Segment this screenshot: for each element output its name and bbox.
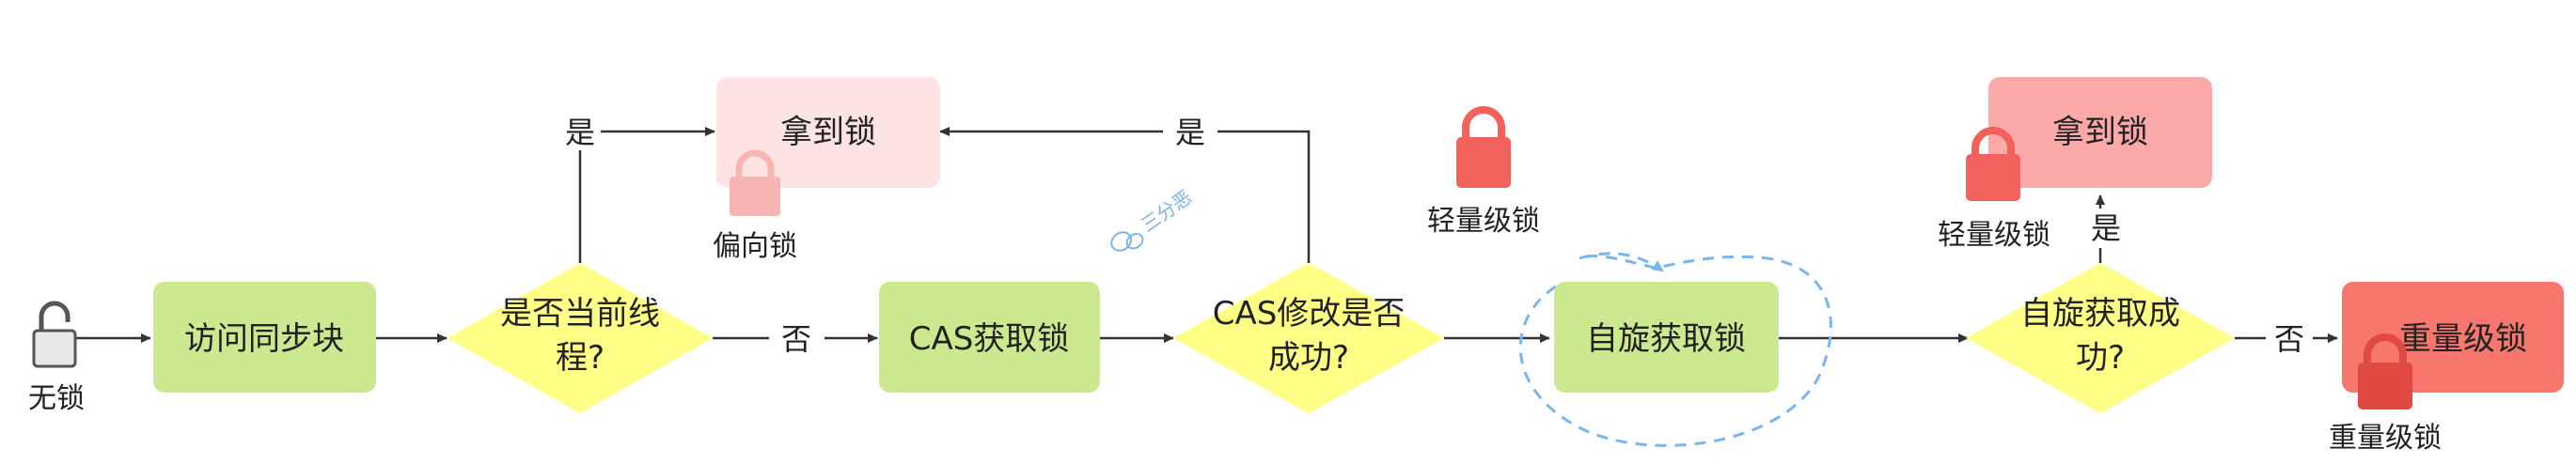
get-lock-light-box xyxy=(1988,77,2212,188)
biased-lock-label: 偏向锁 xyxy=(713,230,797,263)
heavy-lock-node: 重量级锁 重量级锁 xyxy=(2329,282,2564,455)
heavy-lock-box-label: 重量级锁 xyxy=(2399,320,2527,358)
spin-get-lock-box xyxy=(1554,282,1779,393)
get-lock-light-node: 拿到锁 轻量级锁 xyxy=(1938,77,2212,252)
edge-label-yes-current: 是 xyxy=(565,115,595,150)
no-lock-node: 无锁 xyxy=(28,301,85,415)
cas-modify-success-label-line1: CAS修改是否 xyxy=(1213,295,1406,333)
heavy-lock-icon xyxy=(2358,363,2412,410)
spin-loop xyxy=(1518,252,1832,447)
light-lock-mid-icon-shackle xyxy=(1462,106,1505,137)
watermark-text: 三分恶 xyxy=(1137,186,1196,237)
get-lock-biased-node: 拿到锁 偏向锁 xyxy=(713,77,940,263)
light-lock-mid-node: 轻量级锁 xyxy=(1427,106,1540,238)
spin-success-node: 自旋获取成 功? xyxy=(1966,263,2235,413)
spin-loop-arrow xyxy=(1579,252,1664,272)
is-current-thread-label-line1: 是否当前线 xyxy=(500,295,660,333)
cas-modify-success-node: CAS修改是否 成功? xyxy=(1173,263,1444,413)
edges xyxy=(75,127,2338,343)
watermark: 三分恶 xyxy=(1110,186,1196,252)
spin-success-label-line1: 自旋获取成 xyxy=(2020,295,2180,333)
spin-success-label-line2: 功? xyxy=(2076,339,2125,377)
get-lock-light-label: 拿到锁 xyxy=(2052,114,2148,151)
spin-get-lock-node: 自旋获取锁 xyxy=(1554,282,1779,393)
spin-success-diamond xyxy=(1966,263,2235,413)
unlock-icon xyxy=(32,329,77,368)
biased-lock-icon-shackle xyxy=(735,149,775,177)
light-lock-right-label: 轻量级锁 xyxy=(1938,219,2050,252)
get-lock-biased-label: 拿到锁 xyxy=(780,114,876,151)
access-sync-node: 访问同步块 xyxy=(153,282,376,393)
cas-modify-success-label-line2: 成功? xyxy=(1268,339,1349,377)
is-current-thread-node: 是否当前线 程? xyxy=(448,263,713,413)
light-lock-mid-label: 轻量级锁 xyxy=(1427,205,1540,238)
heavy-lock-label: 重量级锁 xyxy=(2329,422,2442,455)
biased-lock-icon xyxy=(730,177,780,216)
heavy-lock-icon-shackle xyxy=(2364,333,2407,363)
cas-get-lock-box xyxy=(879,282,1100,393)
edge-label-no-spinsuccess: 否 xyxy=(2274,321,2304,357)
edge-label-yes-spinsuccess: 是 xyxy=(2091,210,2121,246)
edge-label-no-current: 否 xyxy=(781,321,811,357)
edge-label-yes-casmodify: 是 xyxy=(1175,115,1205,150)
edge-current-yes-to-getlock xyxy=(578,127,715,263)
cas-modify-success-diamond xyxy=(1173,263,1444,413)
unlock-icon-shackle xyxy=(39,301,71,331)
spin-get-lock-label: 自旋获取锁 xyxy=(1586,320,1746,358)
access-sync-label: 访问同步块 xyxy=(184,320,344,358)
get-lock-biased-box xyxy=(716,77,940,188)
light-lock-right-icon-shackle xyxy=(1971,127,2015,154)
cas-get-lock-node: CAS获取锁 xyxy=(879,282,1100,393)
spin-loop-path xyxy=(1518,255,1832,447)
is-current-thread-label-line2: 程? xyxy=(556,339,605,377)
no-lock-label: 无锁 xyxy=(28,382,85,415)
edge-labels: 是 否 是 是 否 xyxy=(559,113,2304,357)
edge-casmodify-yes-to-getlock xyxy=(1217,130,1311,263)
cas-get-lock-label: CAS获取锁 xyxy=(909,320,1070,358)
wechat-icon xyxy=(1110,231,1144,252)
is-current-thread-diamond xyxy=(448,263,713,413)
access-sync-box xyxy=(153,282,376,393)
light-lock-right-icon xyxy=(1966,154,2020,201)
light-lock-mid-icon xyxy=(1456,137,1511,188)
